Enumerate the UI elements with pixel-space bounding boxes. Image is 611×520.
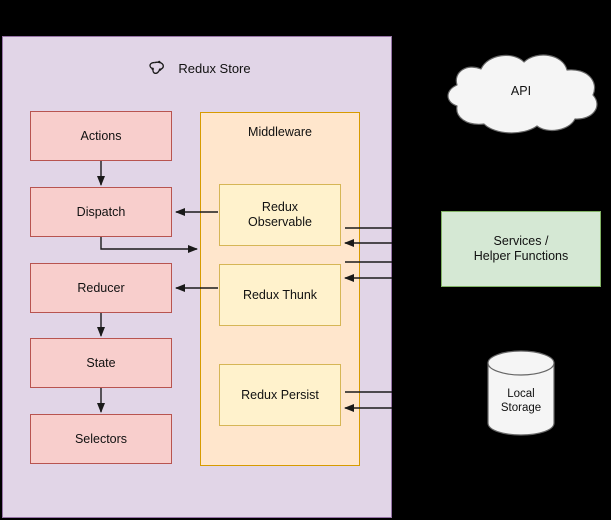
- node-dispatch[interactable]: Dispatch: [30, 187, 172, 237]
- node-selectors[interactable]: Selectors: [30, 414, 172, 464]
- edge-dispatch-middleware: [100, 237, 198, 253]
- redux-logo-icon: [149, 60, 165, 75]
- node-local-storage-label: Local Storage: [500, 388, 542, 414]
- node-redux-observable[interactable]: Redux Observable: [219, 184, 341, 246]
- node-reducer[interactable]: Reducer: [30, 263, 172, 313]
- redux-store-header: Redux Store: [2, 52, 392, 84]
- node-actions[interactable]: Actions: [30, 111, 172, 161]
- node-api-label: API: [510, 83, 532, 98]
- local-storage-cylinder-shape[interactable]: [487, 350, 555, 436]
- node-services[interactable]: Services / Helper Functions: [441, 211, 601, 287]
- api-cloud-shape[interactable]: [441, 48, 601, 136]
- node-state[interactable]: State: [30, 338, 172, 388]
- node-redux-persist[interactable]: Redux Persist: [219, 364, 341, 426]
- node-redux-thunk[interactable]: Redux Thunk: [219, 264, 341, 326]
- redux-store-title: Redux Store: [178, 60, 251, 76]
